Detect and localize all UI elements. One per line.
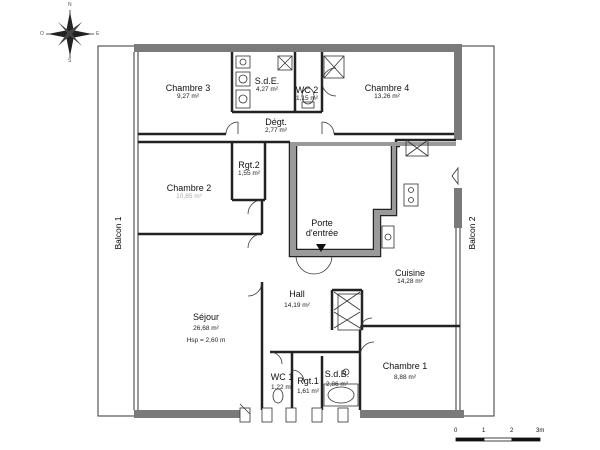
room-name: Chambre 3 xyxy=(165,83,211,93)
room-area: 2,86 m² xyxy=(325,381,349,388)
room-sejour: Séjour 26,68 m² Hsp = 2,60 m xyxy=(187,312,226,345)
balcony-1-label: Balcon 1 xyxy=(113,216,123,250)
compass-rose-icon xyxy=(46,10,94,58)
room-chambre4: Chambre 4 13,26 m² xyxy=(365,83,410,101)
compass-s: S xyxy=(68,58,72,64)
compass-n: N xyxy=(68,2,72,8)
room-hall: Hall 14,19 m² xyxy=(284,289,310,310)
room-sdb: S.d.B. 2,86 m² xyxy=(325,369,350,389)
ceiling-height: Hsp = 2,60 m xyxy=(186,337,226,344)
room-area: 2,77 m² xyxy=(264,127,288,134)
room-rgt1: Rgt.1 1,61 m² xyxy=(297,376,319,396)
room-name: S.d.E. xyxy=(254,76,280,86)
door-arcs xyxy=(225,67,375,383)
room-area: 1,55 m² xyxy=(237,170,261,177)
room-area: 1,22 m² xyxy=(270,384,294,391)
room-degt: Dégt. 2,77 m² xyxy=(265,117,287,135)
room-name: Hall xyxy=(289,289,305,299)
room-area: 26,68 m² xyxy=(193,325,219,332)
room-area: 14,28 m² xyxy=(397,278,423,285)
room-name: Cuisine xyxy=(394,268,426,278)
room-area: 1,61 m² xyxy=(296,388,320,395)
bottom-vents xyxy=(239,403,349,423)
room-area: 1,15 m² xyxy=(295,95,319,102)
bathroom-fixtures xyxy=(235,55,459,407)
compass-o: O xyxy=(40,31,44,37)
room-name: Séjour xyxy=(192,312,219,322)
room-wc2: WC 2 1,15 m² xyxy=(296,85,319,103)
room-area: 9,27 m² xyxy=(176,93,200,100)
room-chambre3: Chambre 3 9,27 m² xyxy=(166,83,211,101)
room-name: S.d.B. xyxy=(324,369,350,379)
room-name: Rgt.1 xyxy=(297,376,319,386)
scale-bar xyxy=(455,437,541,442)
room-sde: S.d.E. 4,27 m² xyxy=(255,76,280,94)
entry-arrow-icon xyxy=(316,244,326,252)
room-area: 8,88 m² xyxy=(393,374,417,381)
room-chambre2: Chambre 2 10,85 m² xyxy=(167,183,212,201)
room-name: Chambre 4 xyxy=(364,83,410,93)
room-name: WC 1 xyxy=(270,372,294,382)
room-rgt2: Rgt.2 1,55 m² xyxy=(238,160,260,178)
room-area: 14,19 m² xyxy=(284,302,310,309)
compass-e: E xyxy=(96,31,100,37)
room-area: 10,85 m² xyxy=(176,193,202,200)
scale-tick-3: 3m xyxy=(536,428,545,434)
room-area: 4,27 m² xyxy=(255,86,279,93)
room-name: Dégt. xyxy=(265,117,287,127)
room-chambre1: Chambre 1 8,88 m² xyxy=(383,361,428,382)
room-cuisine: Cuisine 14,28 m² xyxy=(395,268,425,286)
room-name: Rgt.2 xyxy=(238,160,260,170)
entry-door-label: Porte d'entrée xyxy=(306,218,338,238)
scale-tick-2: 2 xyxy=(510,428,514,434)
room-name: WC 2 xyxy=(295,85,319,95)
room-name: Chambre 1 xyxy=(382,361,428,371)
room-wc1: WC 1 1,22 m² xyxy=(271,372,294,392)
window-lines xyxy=(133,52,461,410)
scale-tick-0: 0 xyxy=(454,428,458,434)
exterior-walls xyxy=(134,44,464,418)
balcony-2-label: Balcon 2 xyxy=(467,216,477,250)
entry-line1: Porte xyxy=(311,218,333,228)
scale-tick-1: 1 xyxy=(482,428,486,434)
interior-walls xyxy=(138,52,460,410)
entry-line2: d'entrée xyxy=(305,228,339,238)
room-area: 13,26 m² xyxy=(374,93,400,100)
room-name: Chambre 2 xyxy=(166,183,212,193)
